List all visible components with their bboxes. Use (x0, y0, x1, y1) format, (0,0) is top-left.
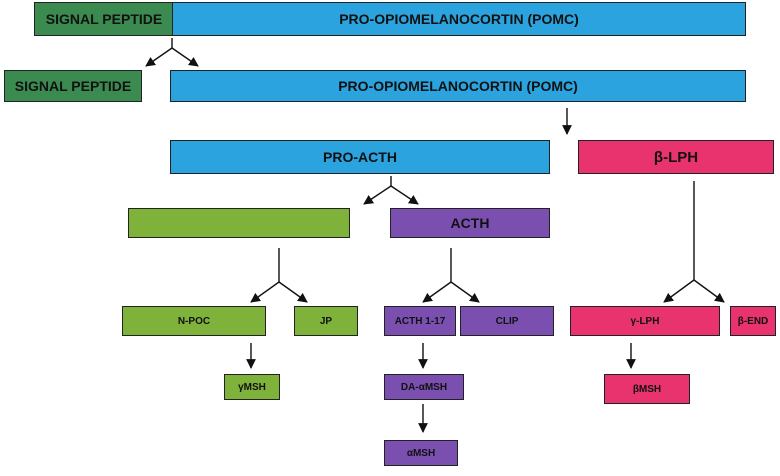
acth-1-17-box: ACTH 1-17 (384, 306, 456, 336)
gamma-lph-box: γ-LPH (570, 306, 720, 336)
clip-box: CLIP (460, 306, 554, 336)
split-arrow-acth (422, 248, 480, 303)
acth-box: ACTH (390, 208, 550, 238)
beta-end-box: β-END (730, 306, 776, 336)
unlabeled-fragment-box (128, 208, 350, 238)
split-arrow-beta-lph (663, 181, 725, 303)
split-arrow-fragment (250, 248, 308, 303)
da-alpha-msh-box: DA-αMSH (384, 374, 464, 400)
split-arrow-pomc (145, 38, 199, 67)
gamma-msh-box: γMSH (224, 374, 280, 400)
pomc-top-box: PRO-OPIOMELANOCORTIN (POMC) (172, 2, 746, 36)
alpha-msh-box: αMSH (384, 440, 458, 466)
beta-lph-box: β-LPH (578, 140, 774, 174)
signal-peptide-cleaved-box: SIGNAL PEPTIDE (4, 70, 142, 102)
split-arrow-pro-acth (363, 176, 419, 205)
pro-acth-box: PRO-ACTH (170, 140, 550, 174)
signal-peptide-top-box: SIGNAL PEPTIDE (34, 2, 174, 36)
beta-msh-box: βMSH (604, 374, 690, 404)
pomc-cleaved-box: PRO-OPIOMELANOCORTIN (POMC) (170, 70, 746, 102)
n-poc-box: N-POC (122, 306, 266, 336)
jp-box: JP (294, 306, 358, 336)
